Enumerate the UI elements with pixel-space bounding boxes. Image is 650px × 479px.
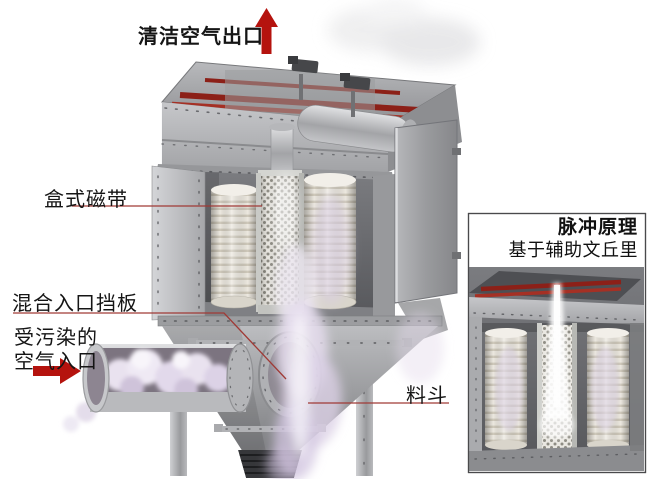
leader-line-baffle [13, 312, 287, 380]
inlet-smoke [63, 349, 232, 432]
inset-subtitle: 基于辅助文丘里 [508, 240, 638, 260]
pulse-jet [540, 283, 574, 439]
label-cartridge: 盒式磁带 [44, 189, 128, 211]
inlet-pipe [63, 343, 254, 432]
door-jamb [373, 174, 395, 326]
right-arrow-icon [33, 358, 81, 384]
inset-caption: 脉冲原理 基于辅助文丘里 [470, 216, 638, 262]
dust-smoke-column [266, 174, 444, 479]
door-hinge [452, 148, 461, 155]
up-arrow-icon [255, 8, 278, 54]
pulse-valve [340, 73, 371, 117]
label-contaminated-line1: 受污染的 [14, 327, 98, 349]
label-contaminated-air-inlet: 受污染的 空气入口 [14, 326, 98, 374]
inset-panel [467, 212, 647, 474]
support-leg-front-left [170, 398, 187, 476]
door-hinge [452, 252, 461, 259]
label-mixed-inlet-baffle: 混合入口挡板 [12, 293, 138, 315]
top-smoke-plume [328, 0, 480, 66]
left-side-wall [151, 165, 206, 321]
inset-title: 脉冲原理 [557, 217, 638, 238]
label-contaminated-line2: 空气入口 [14, 351, 98, 373]
label-hopper: 料斗 [406, 385, 448, 407]
pulse-valve [288, 56, 319, 100]
venturi-tube [270, 125, 294, 177]
inset-illustration [469, 267, 644, 471]
filter-cartridge-left [210, 184, 258, 309]
annotations [13, 8, 449, 404]
label-clean-air-outlet: 清洁空气出口 [138, 26, 264, 48]
